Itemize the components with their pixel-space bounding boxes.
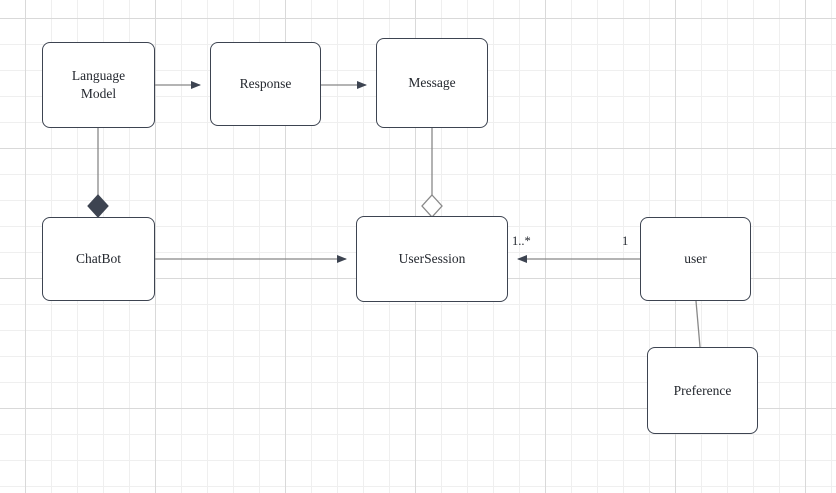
node-message[interactable]: Message (376, 38, 488, 128)
node-label-message: Message (408, 75, 456, 91)
multiplicity-label-user-session: 1..* (512, 234, 531, 248)
multiplicity-label-user: 1 (622, 234, 629, 248)
node-response[interactable]: Response (210, 42, 321, 126)
node-label-preference: Preference (673, 382, 732, 398)
node-user-session[interactable]: UserSession (356, 216, 508, 302)
edge-message-to-user-session[interactable] (421, 128, 443, 218)
hollow-diamond-icon (421, 194, 443, 218)
edge-language-model-to-chatbot[interactable] (87, 128, 109, 218)
node-chatbot[interactable]: ChatBot (42, 217, 155, 301)
filled-diamond-icon (87, 194, 109, 218)
node-label-chatbot: ChatBot (75, 251, 121, 267)
node-label-response: Response (239, 76, 292, 92)
node-label-language-model: Language Model (71, 68, 126, 101)
node-user[interactable]: user (640, 217, 751, 301)
node-preference[interactable]: Preference (647, 347, 758, 434)
edge-user-to-preference[interactable] (695, 300, 701, 348)
node-label-user: user (684, 251, 707, 267)
node-language-model[interactable]: Language Model (42, 42, 155, 128)
node-label-user-session: UserSession (398, 251, 466, 267)
